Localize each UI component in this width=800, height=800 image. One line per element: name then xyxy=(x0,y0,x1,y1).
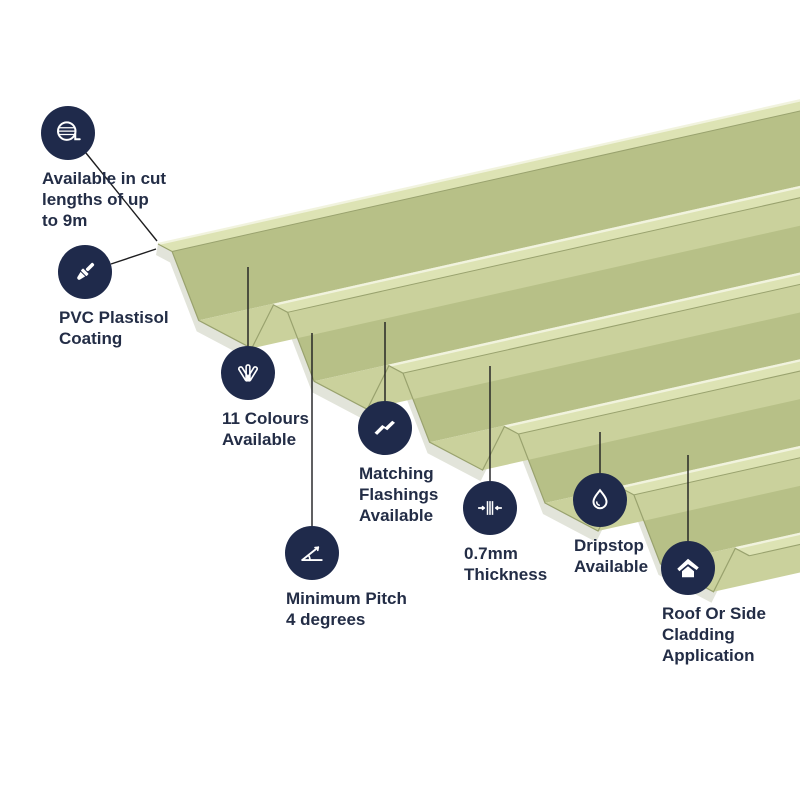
colour-fan-glyph xyxy=(237,364,259,382)
droplet-icon xyxy=(573,473,627,527)
callout-cladding: Roof Or Side Cladding Application xyxy=(661,541,800,665)
paint-brush-icon xyxy=(58,245,112,299)
callout-pitch: Minimum Pitch 4 degrees xyxy=(285,526,465,629)
callout-thickness: 0.7mm Thickness xyxy=(463,481,643,584)
house-icon xyxy=(661,541,715,595)
feature-label: Matching Flashings Available xyxy=(359,464,439,526)
tape-measure-glyph xyxy=(57,121,81,141)
pitch-angle-glyph xyxy=(301,546,323,561)
flashing-glyph xyxy=(374,420,395,435)
house-glyph xyxy=(677,558,699,578)
colour-fan-icon xyxy=(221,346,275,400)
feature-label: Roof Or Side Cladding Application xyxy=(662,604,766,666)
pitch-angle-icon xyxy=(285,526,339,580)
thickness-glyph xyxy=(478,501,502,515)
connector-lines xyxy=(85,152,689,541)
sheet-ridge-lines xyxy=(157,99,800,593)
sheet-crests xyxy=(158,100,800,556)
feature-label: Available in cut lengths of up to 9m xyxy=(42,169,167,231)
tape-measure-icon xyxy=(41,106,95,160)
callout-flashings: Matching Flashings Available xyxy=(358,401,538,525)
callout-pvc-coating: PVC Plastisol Coating xyxy=(58,245,238,348)
callout-dripstop: Dripstop Available xyxy=(573,473,753,576)
thickness-icon xyxy=(463,481,517,535)
droplet-glyph xyxy=(592,488,608,510)
feature-label: Minimum Pitch 4 degrees xyxy=(286,589,407,630)
callout-cut-lengths: Available in cut lengths of up to 9m xyxy=(41,106,221,230)
callout-colours: 11 Colours Available xyxy=(221,346,401,449)
flashing-icon xyxy=(358,401,412,455)
feature-label: PVC Plastisol Coating xyxy=(59,308,169,349)
feature-label: 11 Colours Available xyxy=(222,409,309,450)
feature-label: Dripstop Available xyxy=(574,536,649,577)
paint-brush-glyph xyxy=(77,262,95,280)
feature-label: 0.7mm Thickness xyxy=(464,544,548,585)
